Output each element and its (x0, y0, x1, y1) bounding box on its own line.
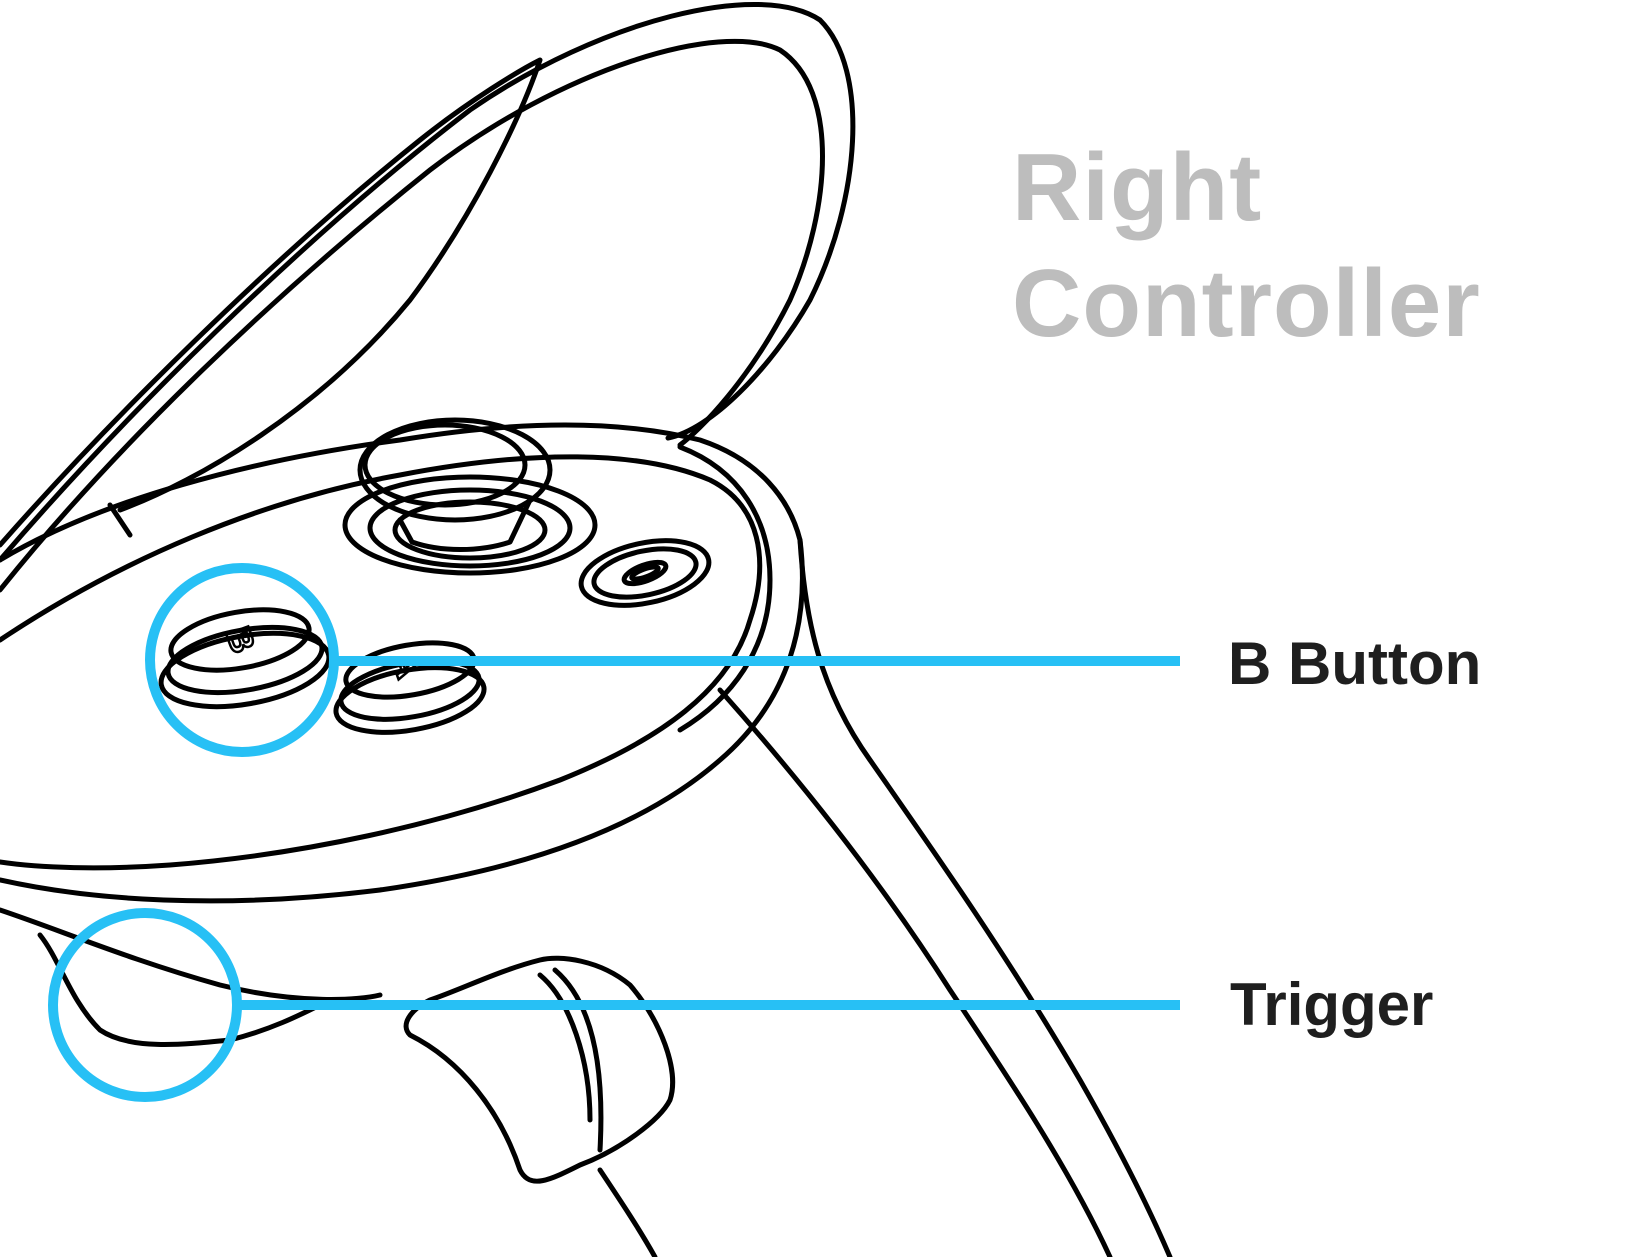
title-line-1: Right (1012, 134, 1263, 241)
tracking-ring-inner (0, 38, 825, 593)
face-inner-rim (0, 454, 763, 871)
a-button-base (333, 665, 487, 735)
grip-lower-edge (0, 907, 383, 1002)
grip-front (797, 537, 1173, 1257)
thumbstick-base-inner (367, 487, 573, 569)
lower-hook (37, 932, 323, 1047)
oculus-logo-icon (621, 559, 669, 587)
trigger-label: Trigger (1230, 971, 1434, 1038)
tracking-ring-outer (0, 2, 856, 563)
b-button-glyph: B (218, 622, 262, 658)
thumbstick-cap-bottom (357, 417, 553, 523)
trigger-body (403, 955, 676, 1184)
grip-back (597, 1167, 658, 1257)
grip-inner-line (717, 687, 1113, 1257)
b-button-cap (168, 607, 312, 673)
menu-button-outer (578, 538, 712, 608)
thumbstick-cap-top (362, 422, 528, 508)
title-line-2: Controller (1012, 250, 1481, 357)
thumbstick-stem (397, 497, 533, 552)
menu-button-inner (591, 546, 699, 600)
b-button-side (165, 624, 325, 696)
diagram-title: Right Controller (1012, 130, 1481, 362)
b-button-label: B Button (1228, 630, 1482, 697)
thumbstick-base-outer (342, 474, 598, 576)
ring-joint (107, 502, 133, 538)
b-button-base (158, 630, 332, 710)
tracking-ring-groove (0, 57, 543, 548)
trigger-groove (537, 967, 604, 1153)
